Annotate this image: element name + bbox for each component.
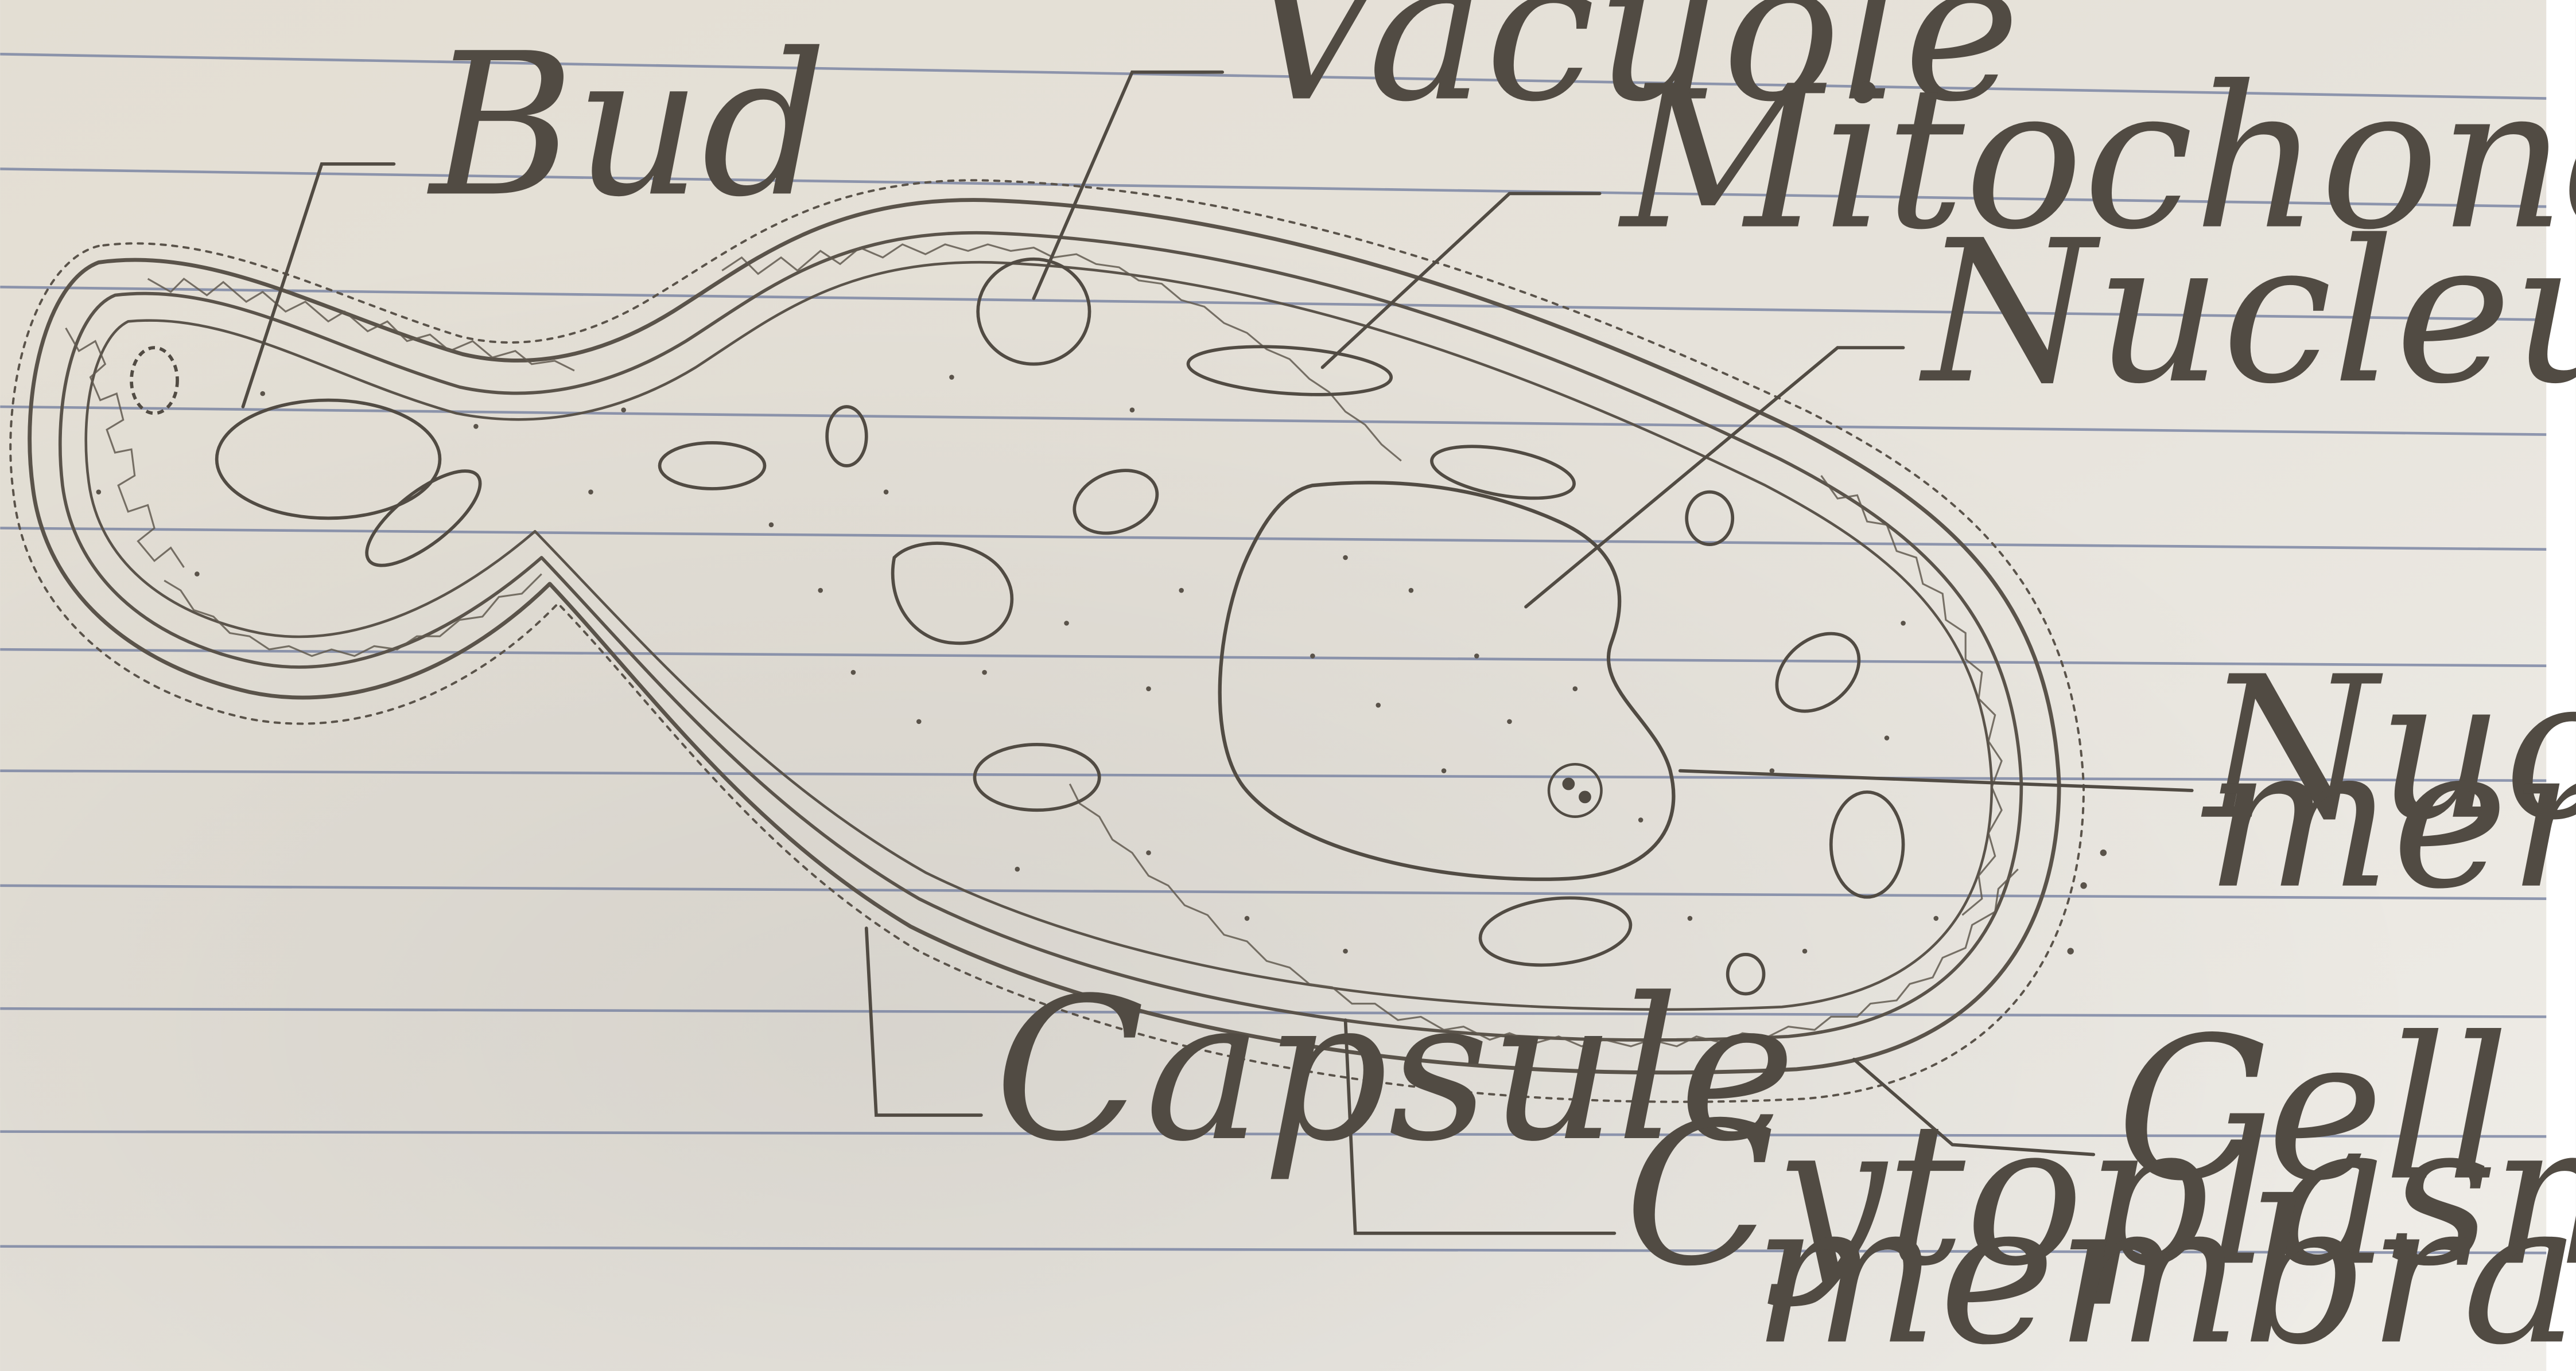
label-nucleus: Nucleus — [1917, 198, 2576, 427]
label-cytoplasmic-membrane-line2: membrane — [1753, 1159, 2576, 1371]
label-nuclear-membrane-line2: membrane — [2205, 703, 2576, 932]
label-bud: Bud — [427, 11, 827, 240]
